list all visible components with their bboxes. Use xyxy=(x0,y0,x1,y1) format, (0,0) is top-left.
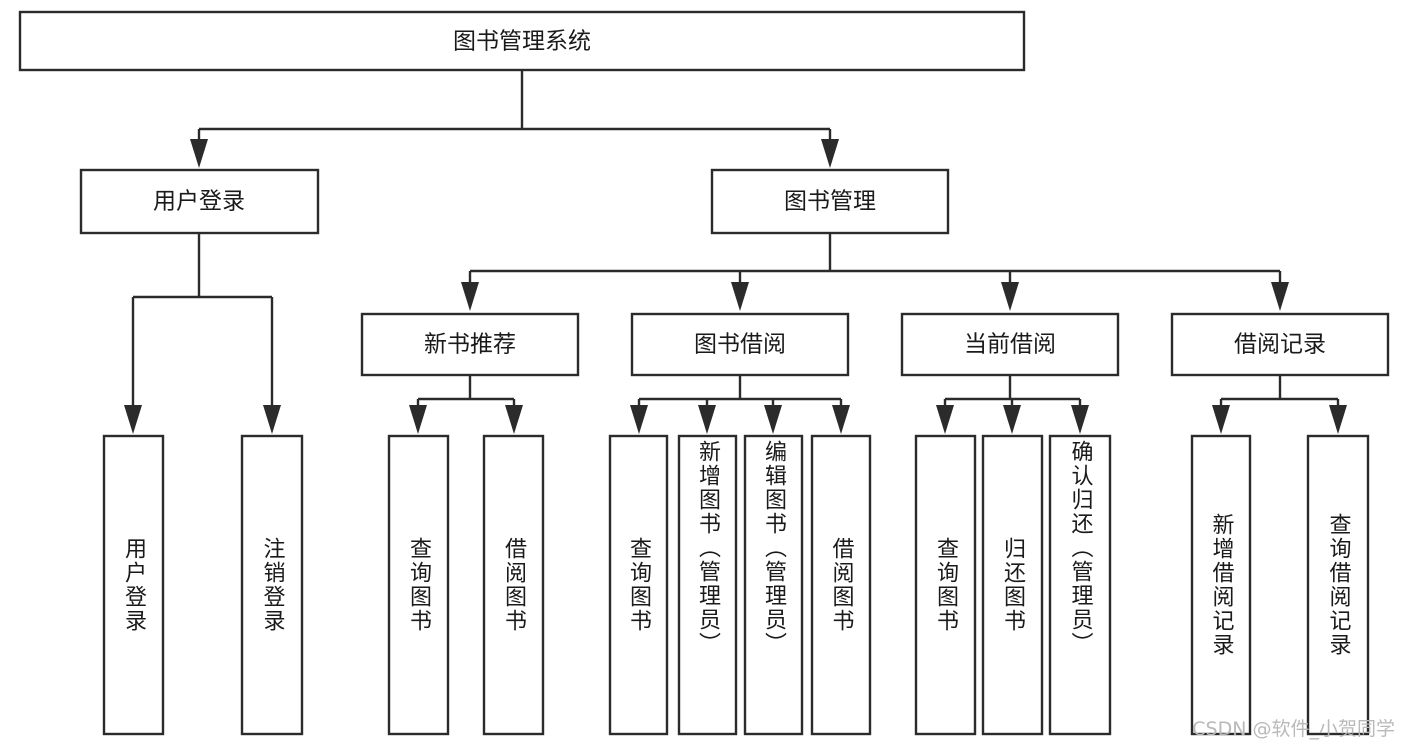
arrow-head-to-bookmgmt xyxy=(821,139,839,168)
node-current[interactable] xyxy=(900,312,1120,377)
connector-login-to-children xyxy=(131,233,274,406)
arrow-head-to-current-1 xyxy=(936,405,954,434)
arrow-head-to-borrow xyxy=(731,282,749,311)
arrow-head-to-current-2 xyxy=(1003,405,1021,434)
arrow-head-to-borrow-3 xyxy=(764,405,782,434)
connector-current-to-children xyxy=(943,375,1082,406)
node-borrow-1[interactable] xyxy=(608,434,669,736)
node-record-2[interactable] xyxy=(1306,434,1370,736)
node-borrow-4[interactable] xyxy=(810,434,872,736)
node-current-label: 当前借阅 xyxy=(964,332,1056,358)
node-borrow-label: 图书借阅 xyxy=(694,332,786,358)
node-newbook-1[interactable] xyxy=(387,434,450,736)
node-borrow[interactable] xyxy=(630,312,850,377)
node-newbook-label: 新书推荐 xyxy=(424,332,516,358)
arrow-head-to-newbook-1 xyxy=(409,405,427,434)
node-root[interactable] xyxy=(18,10,1026,72)
connector-newbook-to-children xyxy=(416,375,516,406)
arrow-head-to-record-2 xyxy=(1329,405,1347,434)
connector-borrow-to-children xyxy=(637,375,843,406)
node-root-label: 图书管理系统 xyxy=(453,29,591,55)
arrow-head-to-newbook-2 xyxy=(505,405,523,434)
node-record[interactable] xyxy=(1170,312,1390,377)
node-newbook-2[interactable] xyxy=(482,434,545,736)
node-record-label: 借阅记录 xyxy=(1234,332,1326,358)
node-login-2[interactable] xyxy=(240,434,304,736)
node-login-1[interactable] xyxy=(102,434,165,736)
csdn-watermark: CSDN @软件_小贺同学 xyxy=(1192,718,1395,740)
connector-bookmgmt-to-level2 xyxy=(468,233,1282,283)
arrow-head-to-record xyxy=(1271,282,1289,311)
node-login-label: 用户登录 xyxy=(153,189,245,215)
node-bookmgmt[interactable] xyxy=(710,168,950,235)
arrow-head-to-borrow-2 xyxy=(698,405,716,434)
arrow-head-to-login-2 xyxy=(263,405,281,434)
connector-record-to-children xyxy=(1219,375,1340,406)
arrow-head-to-borrow-1 xyxy=(630,405,648,434)
node-bookmgmt-label: 图书管理 xyxy=(784,189,876,215)
node-newbook[interactable] xyxy=(360,312,580,377)
arrow-head-to-login xyxy=(190,139,208,168)
node-current-1[interactable] xyxy=(914,434,977,736)
arrow-head-to-current xyxy=(1001,282,1019,311)
node-borrow-2[interactable] xyxy=(677,434,738,736)
connector-root-to-level1 xyxy=(197,70,832,140)
arrow-head-to-borrow-4 xyxy=(832,405,850,434)
node-current-3[interactable] xyxy=(1048,434,1112,736)
node-record-1[interactable] xyxy=(1190,434,1252,736)
arrow-head-to-login-1 xyxy=(124,405,142,434)
arrow-head-to-record-1 xyxy=(1212,405,1230,434)
arrow-head-to-newbook xyxy=(461,282,479,311)
node-borrow-3[interactable] xyxy=(743,434,804,736)
node-current-2[interactable] xyxy=(981,434,1044,736)
node-login[interactable] xyxy=(79,168,320,235)
arrow-head-to-current-3 xyxy=(1071,405,1089,434)
